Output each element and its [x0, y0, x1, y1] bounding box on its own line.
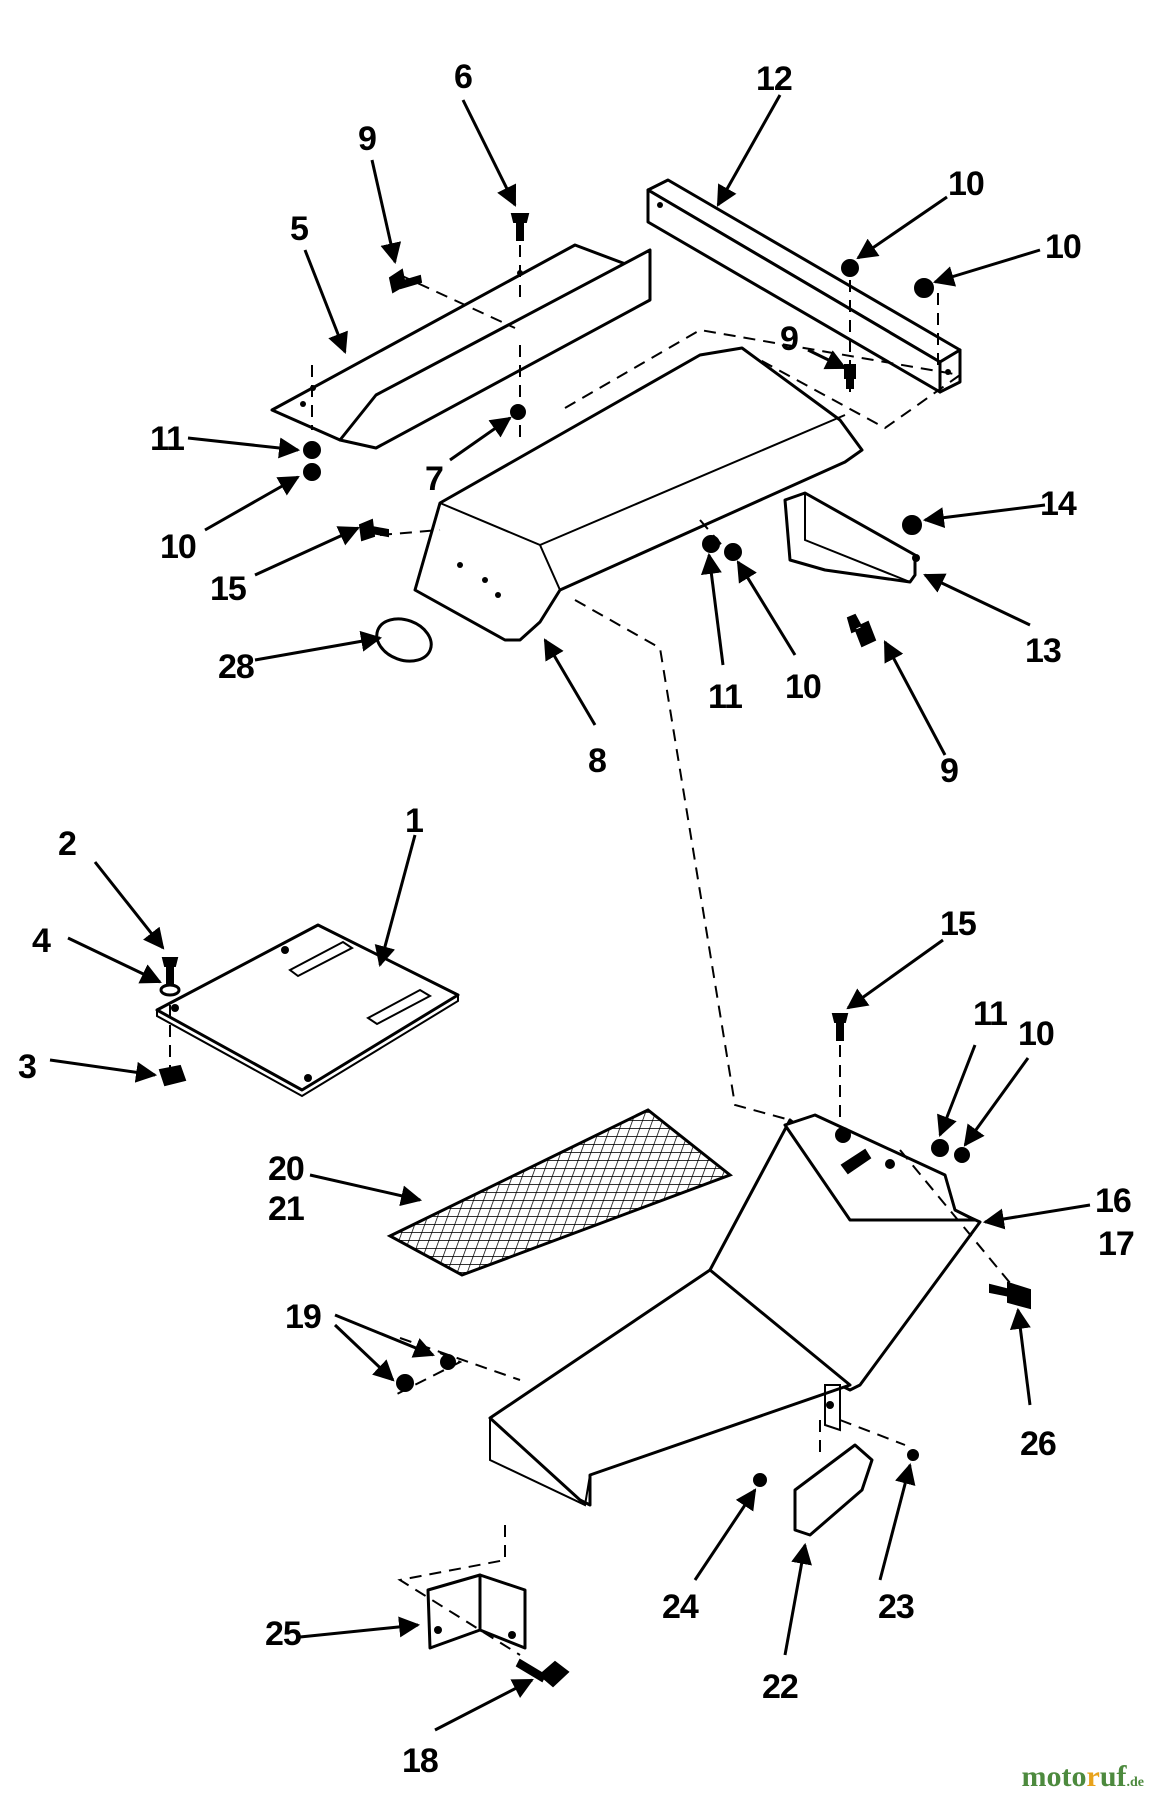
callout-7: 7 [425, 460, 443, 498]
callout-labels: 6 9 5 12 10 10 9 7 11 10 15 28 14 13 11 … [18, 58, 1135, 1780]
callout-10-left: 10 [160, 528, 196, 566]
callout-17: 17 [1098, 1225, 1134, 1263]
callout-21: 21 [268, 1190, 304, 1228]
callout-23: 23 [878, 1588, 914, 1626]
rail-part-12 [646, 178, 962, 394]
watermark-brand-main: moto [1021, 1760, 1087, 1793]
callout-14: 14 [1040, 485, 1077, 523]
callout-8: 8 [588, 742, 606, 780]
callout-28: 28 [218, 648, 254, 686]
callout-15-left: 15 [210, 570, 246, 608]
callout-3: 3 [18, 1048, 36, 1086]
callout-2: 2 [58, 825, 76, 863]
callout-9-top: 9 [358, 120, 376, 158]
assembly-lines [169, 245, 1021, 1656]
mat-part-20-21 [386, 1108, 734, 1277]
callout-9-rail: 9 [780, 320, 798, 358]
callout-15-right: 15 [940, 905, 976, 943]
callout-19: 19 [285, 1298, 321, 1336]
callout-25: 25 [265, 1615, 301, 1653]
callout-11-right: 11 [973, 995, 1007, 1033]
bracket-part-22 [793, 1443, 874, 1537]
callout-11-left: 11 [150, 420, 184, 458]
callout-20: 20 [268, 1150, 304, 1188]
callout-10-right: 10 [1018, 1015, 1054, 1053]
plug-part-28 [375, 617, 433, 663]
hardware [158, 213, 1031, 1688]
motoruf-watermark: motoruf.de [1022, 1760, 1145, 1794]
callout-5: 5 [290, 210, 308, 248]
callout-16: 16 [1095, 1182, 1131, 1220]
cover-part-8 [413, 346, 864, 642]
watermark-brand-rest: uf [1099, 1760, 1127, 1793]
footrest-part-16-17 [488, 1113, 982, 1507]
callout-4: 4 [32, 922, 51, 960]
watermark-tld: .de [1126, 1775, 1145, 1790]
callout-24: 24 [662, 1588, 699, 1626]
callout-26: 26 [1020, 1425, 1056, 1463]
leader-lines [49, 94, 1091, 1732]
callout-13: 13 [1025, 632, 1061, 670]
callout-9-lower: 9 [940, 752, 958, 790]
callout-22: 22 [762, 1668, 798, 1706]
callout-10-a: 10 [948, 165, 984, 203]
callout-11-center: 11 [708, 678, 742, 716]
plate-part-1 [155, 923, 460, 1098]
callout-12: 12 [756, 60, 792, 98]
callout-10-b: 10 [1045, 228, 1081, 266]
callout-10-center: 10 [785, 668, 821, 706]
bracket-part-13 [783, 491, 920, 584]
watermark-brand-accent: r [1086, 1760, 1100, 1793]
bracket-part-25 [426, 1573, 527, 1650]
callout-1: 1 [405, 802, 423, 840]
bracket-part-5 [270, 243, 652, 450]
callout-18: 18 [402, 1742, 438, 1780]
callout-6: 6 [454, 58, 472, 96]
